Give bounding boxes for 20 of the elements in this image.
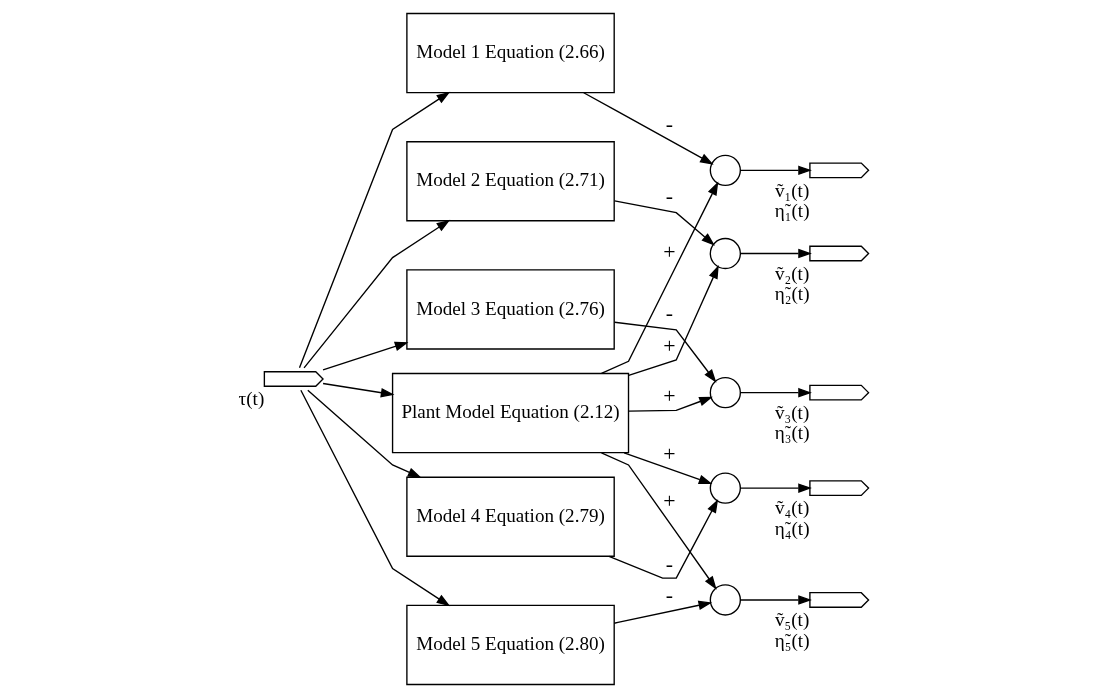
edge-label: -	[665, 183, 673, 208]
node-label: η̃₃(t)	[774, 422, 809, 444]
edge-label: +	[662, 239, 676, 264]
edge-label: +	[662, 489, 676, 514]
node-label: ṽ₃(t)	[774, 401, 809, 423]
edge-label: +	[662, 441, 676, 466]
node-label: ṽ₁(t)	[774, 179, 809, 201]
edge-label: -	[665, 301, 673, 326]
edge-label: -	[665, 583, 673, 608]
node-label: ṽ₄(t)	[774, 497, 809, 519]
edge-label: -	[665, 111, 673, 136]
node-label: ṽ₅(t)	[774, 609, 809, 631]
node-label: η̃₂(t)	[774, 283, 809, 305]
node-label: η̃₅(t)	[774, 629, 809, 651]
edge-label: -	[665, 552, 673, 577]
node-label: τ(t)	[238, 388, 264, 410]
edge-label: +	[662, 384, 676, 409]
node-label: ṽ₂(t)	[774, 262, 809, 284]
edge-label: +	[662, 333, 676, 358]
node-label: η̃₄(t)	[774, 517, 809, 539]
